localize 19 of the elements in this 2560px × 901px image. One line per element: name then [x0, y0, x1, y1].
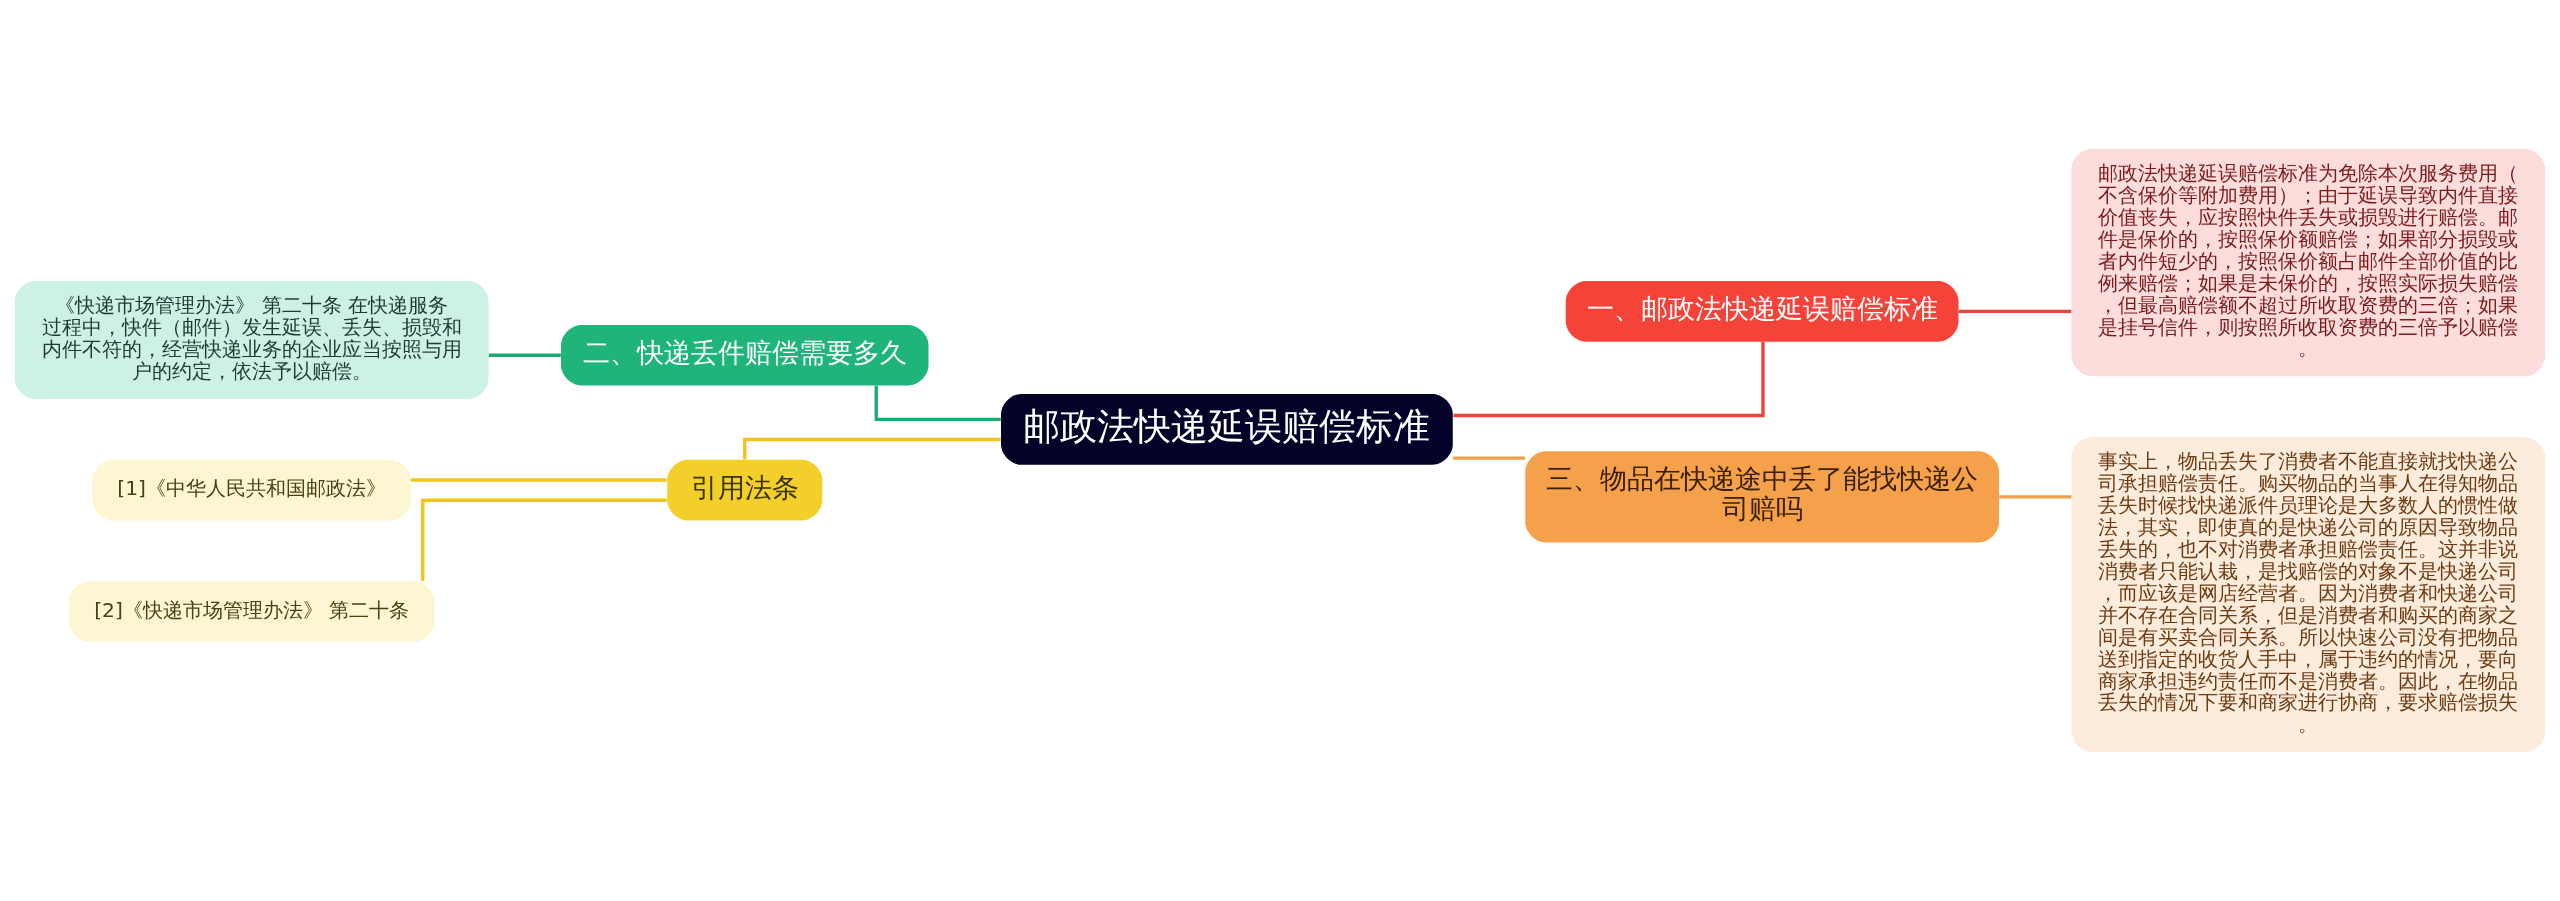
connector [1453, 456, 1526, 460]
node-box: 邮政法快递延误赔偿标准为免除本次服务费用（不含保价等附加费用）；由于延误导致内件直接价值丧失，应按照快件丢失或损毁进行赔偿。邮件是保价的，按照保价额赔偿；如果部分损毁或者内件短少的，按照保价额占邮件全部价值的比例来赔偿；如果是未保价的，按照实际损失赔偿，但最高赔偿额不超过所收取资费的三倍；如果是挂号信件，则按照所收取资费的三倍予以赔偿。 [2071, 148, 2546, 377]
connector [421, 498, 667, 582]
node-box: 《快递市场管理办法》 第二十条 在快递服务过程中，快件（邮件）发生延误、丢失、损毁和内件不符的，经营快递业务的企业应当按照与用户的约定，依法予以赔偿。 [14, 281, 489, 400]
node-box: [2]《快递市场管理办法》 第二十条 [68, 581, 435, 642]
node-box: 三、物品在快递途中丢了能找快递公司赔吗 [1525, 451, 1999, 543]
connector [1453, 342, 1765, 418]
node-box: [1]《中华人民共和国邮政法》 [92, 459, 411, 521]
connector [1999, 495, 2072, 499]
connector [1958, 309, 2072, 314]
connector [411, 478, 667, 482]
node-box: 事实上，物品丢失了消费者不能直接就找快递公司承担赔偿责任。购买物品的当事人在得知物品丢失时候找快递派件员理论是大多数人的惯性做法，其实，即使真的是快递公司的原因导致物品丢失的，也不对消费者承担赔偿责任。这并非说消费者只能认栽，是找赔偿的对象不是快递公司，而应该是网店经营者。因为消费者和快递公司并不存在合同关系，但是消费者和购买的商家之间是有买卖合同关系。所以快速公司没有把物品送到指定的收货人手中，属于违约的情况，要向商家承担违约责任而不是消费者。因此，在物品丢失的情况下要和商家进行协商，要求赔偿损失。 [2071, 437, 2546, 753]
connector [743, 437, 1001, 460]
connector [488, 353, 561, 357]
node-box: 引用法条 [667, 459, 823, 521]
connector [874, 385, 1001, 421]
node-box: 一、邮政法快递延误赔偿标准 [1565, 281, 1959, 342]
node-box: 二、快递丢件赔偿需要多久 [561, 324, 929, 386]
node-box: 邮政法快递延误赔偿标准 [1001, 394, 1453, 465]
